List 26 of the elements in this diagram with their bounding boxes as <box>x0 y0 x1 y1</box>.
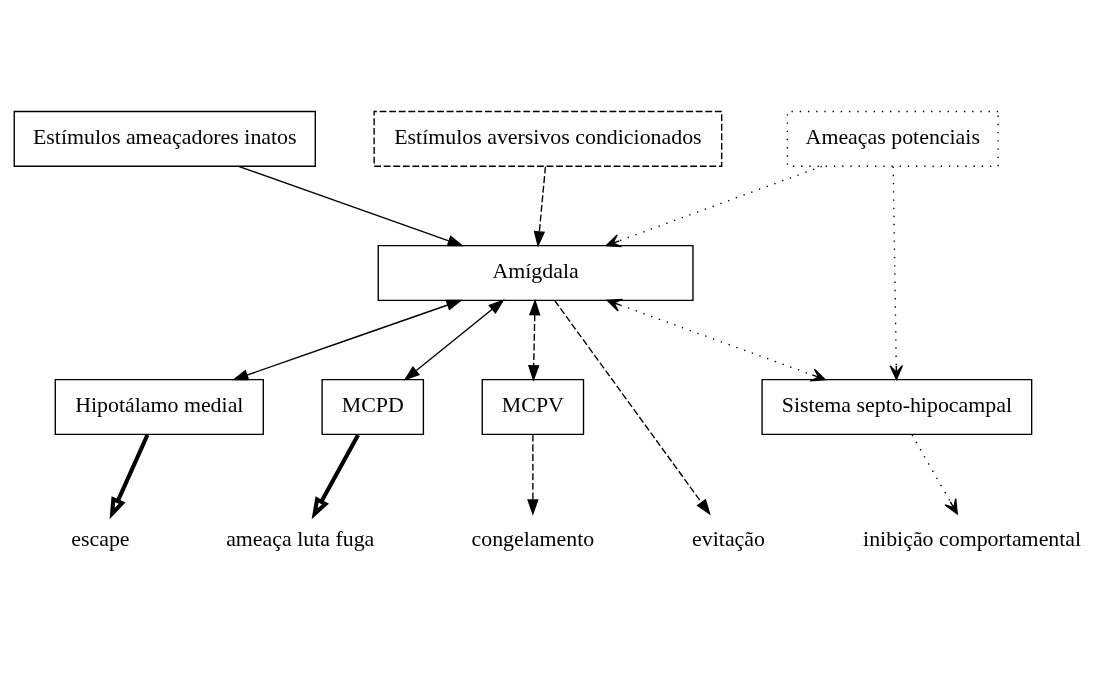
node-box: Sistema septo-hipocampal <box>761 379 1033 436</box>
arrow <box>311 434 360 520</box>
arrow <box>403 299 505 381</box>
arrow <box>527 434 539 516</box>
arrow <box>911 434 958 515</box>
arrow <box>605 165 823 248</box>
node-text: congelamento <box>471 526 595 552</box>
arrow <box>232 299 463 381</box>
node-text: ameaça luta fuga <box>226 526 375 552</box>
arrow <box>527 298 541 382</box>
arrow <box>554 300 711 516</box>
arrow <box>109 434 150 520</box>
arrow <box>533 166 547 248</box>
node-box: Amígdala <box>377 244 694 301</box>
arrow <box>889 165 904 381</box>
node-box: Ameaças potenciais <box>786 110 999 167</box>
node-box: Estímulos ameaçadores inatos <box>13 110 316 167</box>
node-text: evitação <box>692 526 765 552</box>
node-box: Hipotálamo medial <box>54 379 264 436</box>
node-box: MCPD <box>321 379 425 436</box>
node-text: escape <box>71 526 130 552</box>
node-box: MCPV <box>481 379 585 436</box>
node-text: inibição comportamental <box>863 526 1082 552</box>
arrow <box>237 165 464 247</box>
arrow <box>606 298 826 382</box>
node-box: Estímulos aversivos condicionados <box>373 110 723 167</box>
